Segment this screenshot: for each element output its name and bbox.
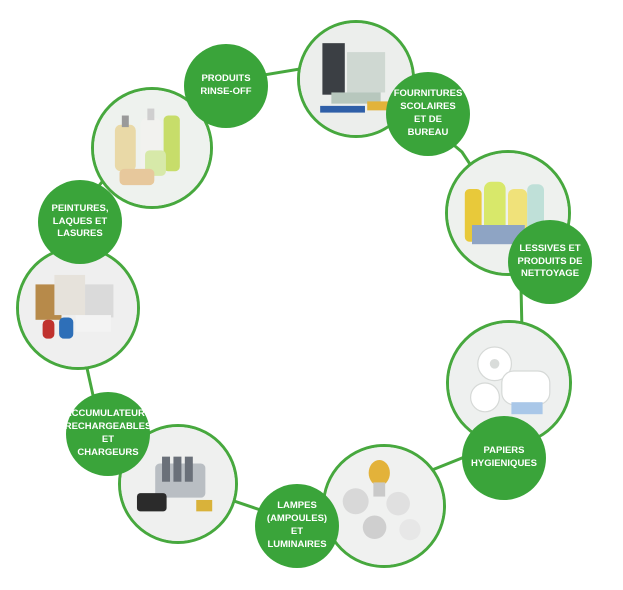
label-fournitures-scolaires: FOURNITURES SCOLAIRES ET DE BUREAU (386, 72, 470, 156)
label-peintures: PEINTURES, LAQUES ET LASURES (38, 180, 122, 264)
label-accumulateurs: ACCUMULATEURS RECHARGEABLES ET CHARGEURS (65, 392, 151, 476)
label-produits-rinse-off: PRODUITS RINSE-OFF (184, 44, 268, 128)
label-lessives: LESSIVES ET PRODUITS DE NETTOYAGE (508, 220, 592, 304)
photo-rinse-off (91, 87, 213, 209)
light-bulbs-icon (325, 447, 443, 565)
photo-paints (16, 246, 140, 370)
label-papiers-hygieniques: PAPIERS HYGIENIQUES (462, 416, 546, 500)
photo-lamps (322, 444, 446, 568)
label-lampes: LAMPES (AMPOULES) ET LUMINAIRES (255, 484, 339, 568)
cosmetics-bottles-icon (94, 90, 210, 206)
paint-cans-icon (19, 249, 137, 367)
